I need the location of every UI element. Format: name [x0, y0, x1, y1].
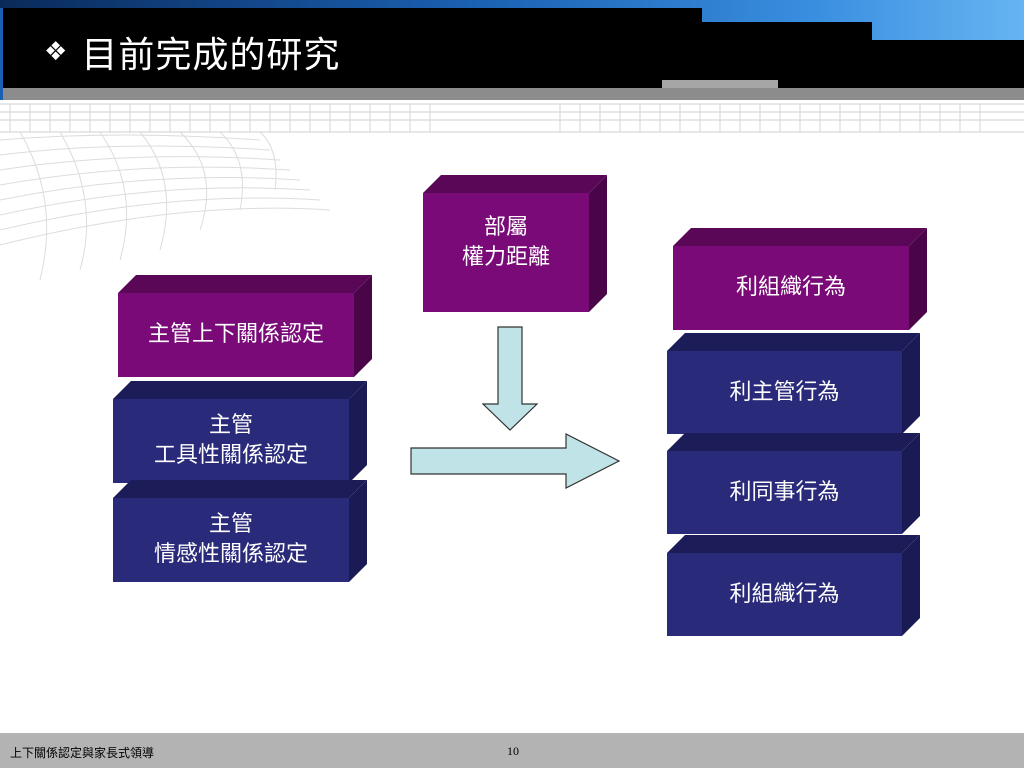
box-supervisor-behavior: 利主管行為: [667, 333, 920, 434]
header-gray-tab: [662, 80, 778, 90]
down-arrow-icon: [482, 326, 538, 431]
box-3d-shape: [667, 535, 920, 636]
page-number: 10: [507, 744, 519, 758]
box-3d-shape: [118, 275, 372, 377]
slide-footer: [0, 733, 1024, 768]
box-label: 主管上下關係認定: [147, 322, 324, 347]
box-supervisor-relationship: 主管上下關係認定: [118, 275, 372, 377]
box-label: 利組織行為: [735, 275, 846, 300]
footer-text: 上下關係認定與家長式領導: [10, 746, 155, 760]
box-3d-shape: [667, 433, 920, 534]
box-label: 利主管行為: [729, 379, 840, 405]
box-3d-shape: [673, 228, 927, 330]
header-gray-band: [0, 88, 1024, 100]
box-label-line1: 部屬: [483, 215, 528, 240]
box-organization-behavior: 利組織行為: [667, 535, 920, 636]
box-power-distance: 部屬 權力距離: [423, 175, 607, 312]
slide-title: 目前完成的研究: [81, 35, 341, 76]
box-label-line1: 主管: [208, 413, 253, 438]
decorative-grid-pattern: [0, 103, 1024, 280]
box-label: 利同事行為: [729, 479, 840, 505]
box-3d-shape: [667, 333, 920, 434]
box-3d-shape: [113, 381, 367, 483]
box-label-line2: 工具性關係認定: [153, 443, 308, 468]
box-label-line1: 主管: [208, 512, 253, 537]
right-arrow-icon: [410, 433, 621, 489]
box-coworker-behavior: 利同事行為: [667, 433, 920, 534]
header-black-band: [0, 8, 702, 90]
header-left-edge: [0, 8, 3, 100]
box-label-line2: 情感性關係認定: [153, 542, 308, 567]
header-black-step-2: [872, 40, 1024, 90]
box-3d-shape: [423, 175, 607, 312]
box-3d-shape: [113, 480, 367, 582]
box-affective-relationship: 主管 情感性關係認定: [113, 480, 367, 582]
diamond-bullet-icon: ❖: [44, 37, 68, 67]
slide-title-area: ❖ 目前完成的研究: [44, 26, 340, 78]
box-instrumental-relationship: 主管 工具性關係認定: [113, 381, 367, 483]
header-black-step: [702, 22, 872, 90]
box-label: 利組織行為: [729, 581, 840, 607]
box-organization-behavior-header: 利組織行為: [673, 228, 927, 330]
box-label-line2: 權力距離: [461, 245, 550, 270]
